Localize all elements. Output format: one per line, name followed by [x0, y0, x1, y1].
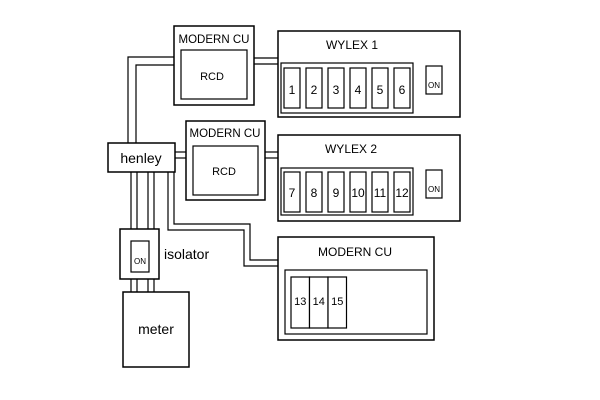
breaker[interactable]: [349, 171, 367, 213]
cu-bottom-title: MODERN CU: [318, 245, 392, 259]
breaker-number: 7: [289, 186, 296, 200]
breaker-number: 6: [399, 83, 406, 97]
breaker-number: 14: [313, 296, 325, 308]
cable-henley-to-top-cu: [127, 56, 176, 143]
isolator-switch-label: ON: [134, 257, 146, 266]
cu-bottom-breakers: 13 14 15: [290, 276, 348, 329]
modern-cu-top: MODERN CU RCD: [173, 25, 255, 106]
wylex2-switch-label: ON: [428, 185, 440, 194]
breaker-number: 9: [333, 186, 340, 200]
henley-block: henley: [107, 142, 176, 173]
wylex1-title: WYLEX 1: [326, 38, 378, 52]
isolator-switch[interactable]: [130, 240, 150, 273]
breaker[interactable]: [327, 171, 345, 213]
breaker-number: 1: [289, 83, 296, 97]
breaker-number: 8: [311, 186, 318, 200]
cable-mid-cu-to-wylex2: [265, 151, 279, 159]
breaker-number: 13: [294, 296, 306, 308]
rcd-mid-label: RCD: [212, 166, 236, 178]
meter: meter: [122, 291, 190, 368]
cable-top-cu-to-wylex1: [254, 57, 279, 65]
isolator: ON isolator: [119, 228, 209, 280]
breaker[interactable]: [327, 67, 345, 109]
wylex-1-board: WYLEX 1 1 2 3 4 5 6 ON: [277, 30, 461, 118]
wylex2-title: WYLEX 2: [325, 142, 377, 156]
breaker-number: 4: [355, 83, 362, 97]
cable-henley-to-bottom-cu: [167, 172, 278, 267]
cable-henley-to-isolator: [130, 172, 155, 229]
wylex1-breakers: 1 2 3 4 5 6: [283, 67, 411, 109]
wylex1-main-switch[interactable]: [425, 65, 443, 95]
isolator-label: isolator: [164, 246, 209, 262]
breaker[interactable]: [305, 171, 323, 213]
rcd-top[interactable]: [180, 49, 248, 100]
rcd-top-label: RCD: [200, 71, 224, 83]
wylex2-breaker-rail: [280, 167, 414, 216]
breaker[interactable]: [349, 67, 367, 109]
wylex1-breaker-rail: [280, 62, 414, 114]
wylex2-breakers: 7 8 9 10 11 12: [283, 171, 411, 213]
meter-label: meter: [138, 321, 174, 337]
wylex1-switch-label: ON: [428, 81, 440, 90]
breaker[interactable]: [393, 67, 411, 109]
breaker-number: 12: [395, 186, 409, 200]
breaker-number: 11: [374, 186, 387, 200]
modern-cu-mid: MODERN CU RCD: [185, 120, 266, 201]
breaker-number: 15: [331, 296, 343, 308]
breaker[interactable]: [393, 171, 411, 213]
breaker[interactable]: [283, 67, 301, 109]
cable-isolator-to-meter: [130, 279, 155, 292]
breaker[interactable]: [371, 171, 389, 213]
rcd-mid[interactable]: [192, 145, 259, 196]
breaker[interactable]: [305, 67, 323, 109]
breaker-number: 3: [333, 83, 340, 97]
wylex2-main-switch[interactable]: [425, 169, 443, 199]
breaker-number: 5: [377, 83, 384, 97]
modern-cu-bottom: MODERN CU 13 14 15: [277, 236, 435, 341]
breaker[interactable]: [283, 171, 301, 213]
cable-henley-to-mid-cu: [175, 151, 186, 159]
cu-mid-title: MODERN CU: [190, 128, 261, 140]
breaker[interactable]: [327, 276, 348, 329]
wylex-2-board: WYLEX 2 7 8 9 10 11 12 ON: [277, 134, 461, 222]
breaker-number: 10: [351, 186, 365, 200]
cu-top-title: MODERN CU: [179, 34, 250, 46]
breaker-number: 2: [311, 83, 318, 97]
breaker[interactable]: [371, 67, 389, 109]
henley-label: henley: [120, 150, 161, 166]
